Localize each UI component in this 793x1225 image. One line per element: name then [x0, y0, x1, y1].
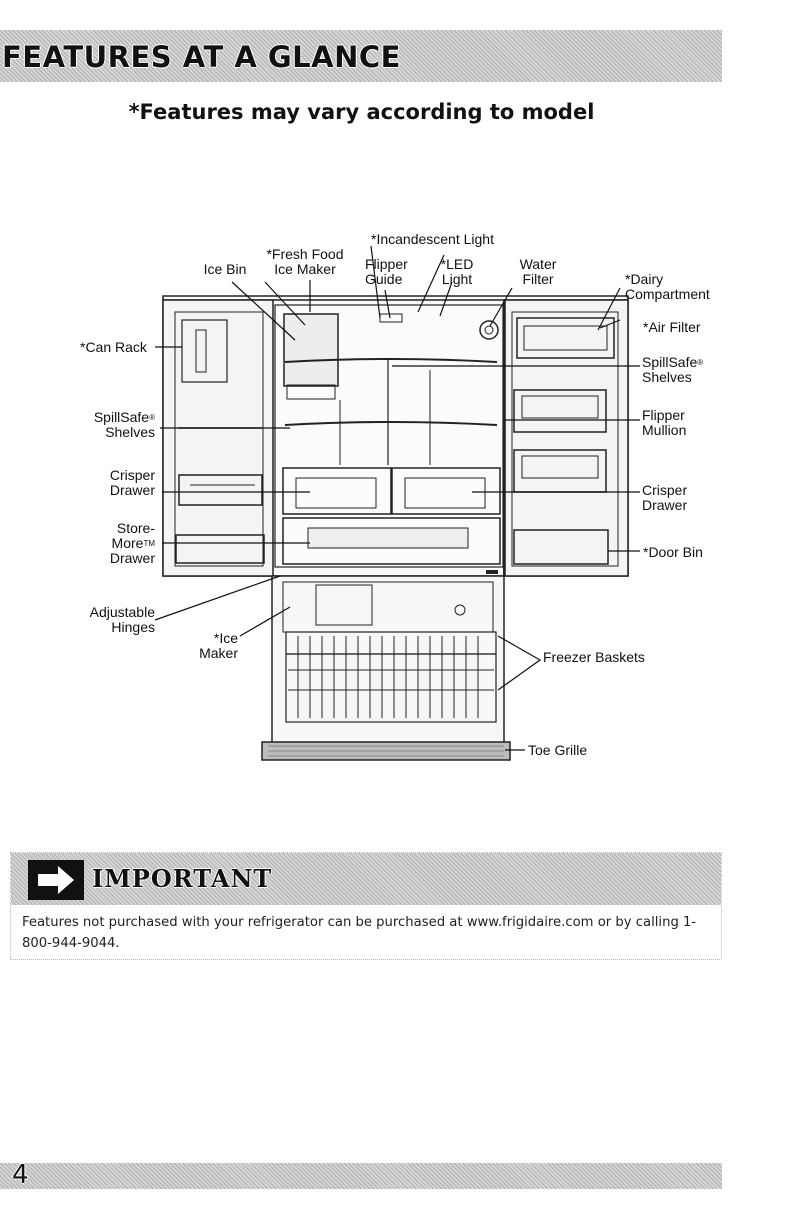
important-notice [10, 852, 722, 960]
label-flipper-mullion: Flipper Mullion [642, 407, 687, 438]
page-subtitle: *Features may vary according to model [128, 100, 595, 124]
label-adjustable-hinges: Adjustable Hinges [89, 604, 155, 635]
label-store-more-drawer: Store- MoreTM Drawer [109, 520, 155, 566]
right-door-liner [511, 311, 619, 567]
label-fresh-food-ice-maker: *Fresh Food Ice Maker [266, 246, 344, 277]
left-door [162, 299, 274, 577]
title-bar [0, 30, 722, 82]
left-door-liner [174, 311, 264, 567]
ice-maker [315, 584, 373, 626]
label-led-light: *LED Light [440, 256, 474, 287]
label-spillsafe-shelves-right: SpillSafe® Shelves [642, 354, 704, 385]
label-water-filter: Water Filter [519, 256, 557, 287]
arrow-right-icon [28, 860, 84, 900]
label-ice-maker: *Ice Maker [199, 630, 238, 661]
freezer-drawer [271, 575, 505, 749]
label-can-rack: *Can Rack [80, 339, 147, 355]
label-dairy-compartment: *Dairy Compartment [625, 271, 710, 302]
upper-shelf [284, 358, 498, 363]
page-number: 4 [12, 1160, 29, 1190]
water-filter-housing [479, 320, 499, 340]
ice-bin [283, 313, 339, 387]
important-text: Features not purchased with your refrige… [22, 915, 697, 951]
label-incandescent-light: *Incandescent Light [371, 231, 494, 247]
label-ice-bin: Ice Bin [203, 261, 247, 277]
refrigerator-illustration [154, 245, 640, 761]
dairy-compartment [516, 317, 615, 359]
left-crisper [282, 467, 392, 515]
label-air-filter: *Air Filter [643, 319, 701, 335]
left-door-bin [178, 474, 263, 506]
label-toe-grille: Toe Grille [528, 742, 588, 758]
can-rack [181, 319, 228, 383]
label-spillsafe-shelves-left: SpillSafe® Shelves [93, 409, 155, 440]
label-crisper-drawer-right: Crisper Drawer [642, 482, 688, 513]
right-door [504, 299, 629, 577]
callout-lines [154, 245, 640, 751]
label-door-bin: *Door Bin [643, 544, 703, 560]
important-header-bar [11, 853, 721, 905]
important-title: IMPORTANT [92, 864, 273, 893]
lower-freezer-basket [285, 653, 497, 723]
label-crisper-drawer-left: Crisper Drawer [109, 467, 155, 498]
right-door-bin-3 [513, 529, 609, 565]
label-freezer-baskets: Freezer Baskets [543, 649, 645, 665]
right-crisper [391, 467, 501, 515]
right-door-bin-1 [513, 389, 607, 433]
middle-shelf [284, 421, 498, 426]
label-flipper-guide: Flipper Guide [365, 256, 408, 287]
store-more-drawer [282, 517, 501, 565]
page-title: FEATURES AT A GLANCE [2, 40, 401, 74]
refrigerator-diagram: *Incandescent Light Ice Bin *Fresh Food … [0, 225, 793, 770]
footer-bar [0, 1163, 722, 1189]
